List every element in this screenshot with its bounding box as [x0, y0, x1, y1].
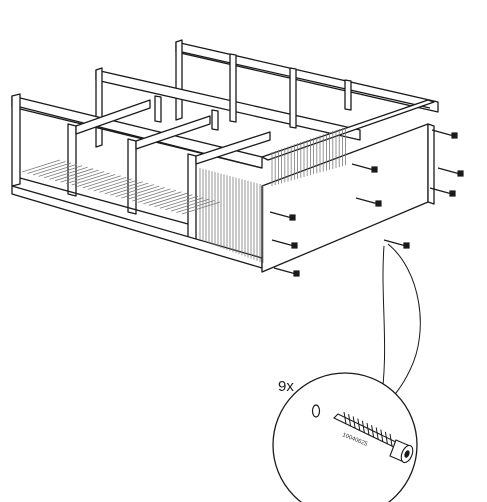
floor-slat: [32, 162, 72, 176]
back-posts: [154, 53, 352, 131]
floor-slat: [165, 197, 204, 211]
floor-slat: [121, 185, 160, 199]
screw-head: [291, 242, 298, 249]
screw-set: [269, 129, 464, 277]
floor-slat: [21, 159, 61, 173]
floor-slat: [88, 176, 127, 190]
screw-icon: [269, 211, 293, 219]
floor-slat: [93, 178, 132, 192]
floor-slat: [159, 195, 199, 209]
screw-thread: [343, 411, 347, 425]
screw-thread: [366, 422, 370, 436]
screw-icon: [383, 239, 407, 247]
floor-slat: [132, 188, 171, 202]
screw-thread: [361, 420, 365, 433]
screw-head: [451, 132, 458, 139]
divider-boards: [75, 99, 271, 165]
back-rail: [175, 39, 439, 121]
end-panel: [261, 99, 435, 273]
floor-slat: [71, 172, 110, 186]
floor-slat: [60, 169, 99, 183]
floor-slat: [49, 166, 88, 180]
screw-icon: [429, 187, 453, 195]
floor-slat: [176, 200, 215, 213]
floor-slat: [115, 184, 154, 198]
floor-slat: [82, 175, 121, 189]
screw-icon: [437, 167, 461, 175]
screw-thread: [357, 418, 361, 431]
screw-head: [403, 242, 410, 249]
floor-slat: [99, 179, 138, 193]
screw-head: [449, 190, 456, 197]
screw-thread: [384, 431, 388, 444]
bed-frame-drawing: [11, 39, 439, 273]
floor-slat: [66, 171, 105, 184]
screw-head: [293, 270, 300, 277]
quantity-label: 9x: [278, 378, 294, 395]
floor-slat: [110, 182, 149, 196]
washer-icon: [311, 404, 321, 418]
floor-slat: [54, 168, 94, 182]
screw-icon: [355, 197, 379, 205]
screw-thread: [375, 427, 379, 440]
floor-slat: [27, 161, 66, 174]
floor-slat: [126, 187, 165, 200]
screw-thread: [371, 425, 375, 438]
screw-icon: [271, 239, 295, 247]
front-rail: [11, 93, 263, 187]
floor-slat: [181, 201, 221, 215]
callout-leader: [379, 243, 421, 409]
screw-thread: [352, 416, 356, 429]
floor-slat: [154, 194, 193, 208]
magnifier-callout: 10040625: [272, 372, 418, 502]
screw-thread: [380, 429, 384, 442]
floor-slat: [77, 174, 116, 187]
screw-head: [457, 170, 464, 177]
floor-slat: [43, 165, 83, 179]
floor-slat: [143, 191, 182, 205]
screw-thread: [389, 433, 393, 447]
floor-slat: [148, 192, 188, 206]
bottom-rail: [11, 177, 263, 269]
screw-icon: [351, 163, 375, 171]
floor-slat: [137, 190, 176, 203]
screw-head: [375, 200, 382, 207]
screw-icon: [333, 411, 414, 464]
screw-thread: [348, 414, 352, 427]
screw-head: [289, 214, 296, 221]
screw-icon: [431, 129, 455, 137]
screw-icon: [273, 267, 297, 275]
screw-head: [371, 166, 378, 173]
floor-slat: [38, 163, 77, 177]
slat-hatching: [21, 126, 347, 264]
floor-slat: [104, 181, 143, 195]
